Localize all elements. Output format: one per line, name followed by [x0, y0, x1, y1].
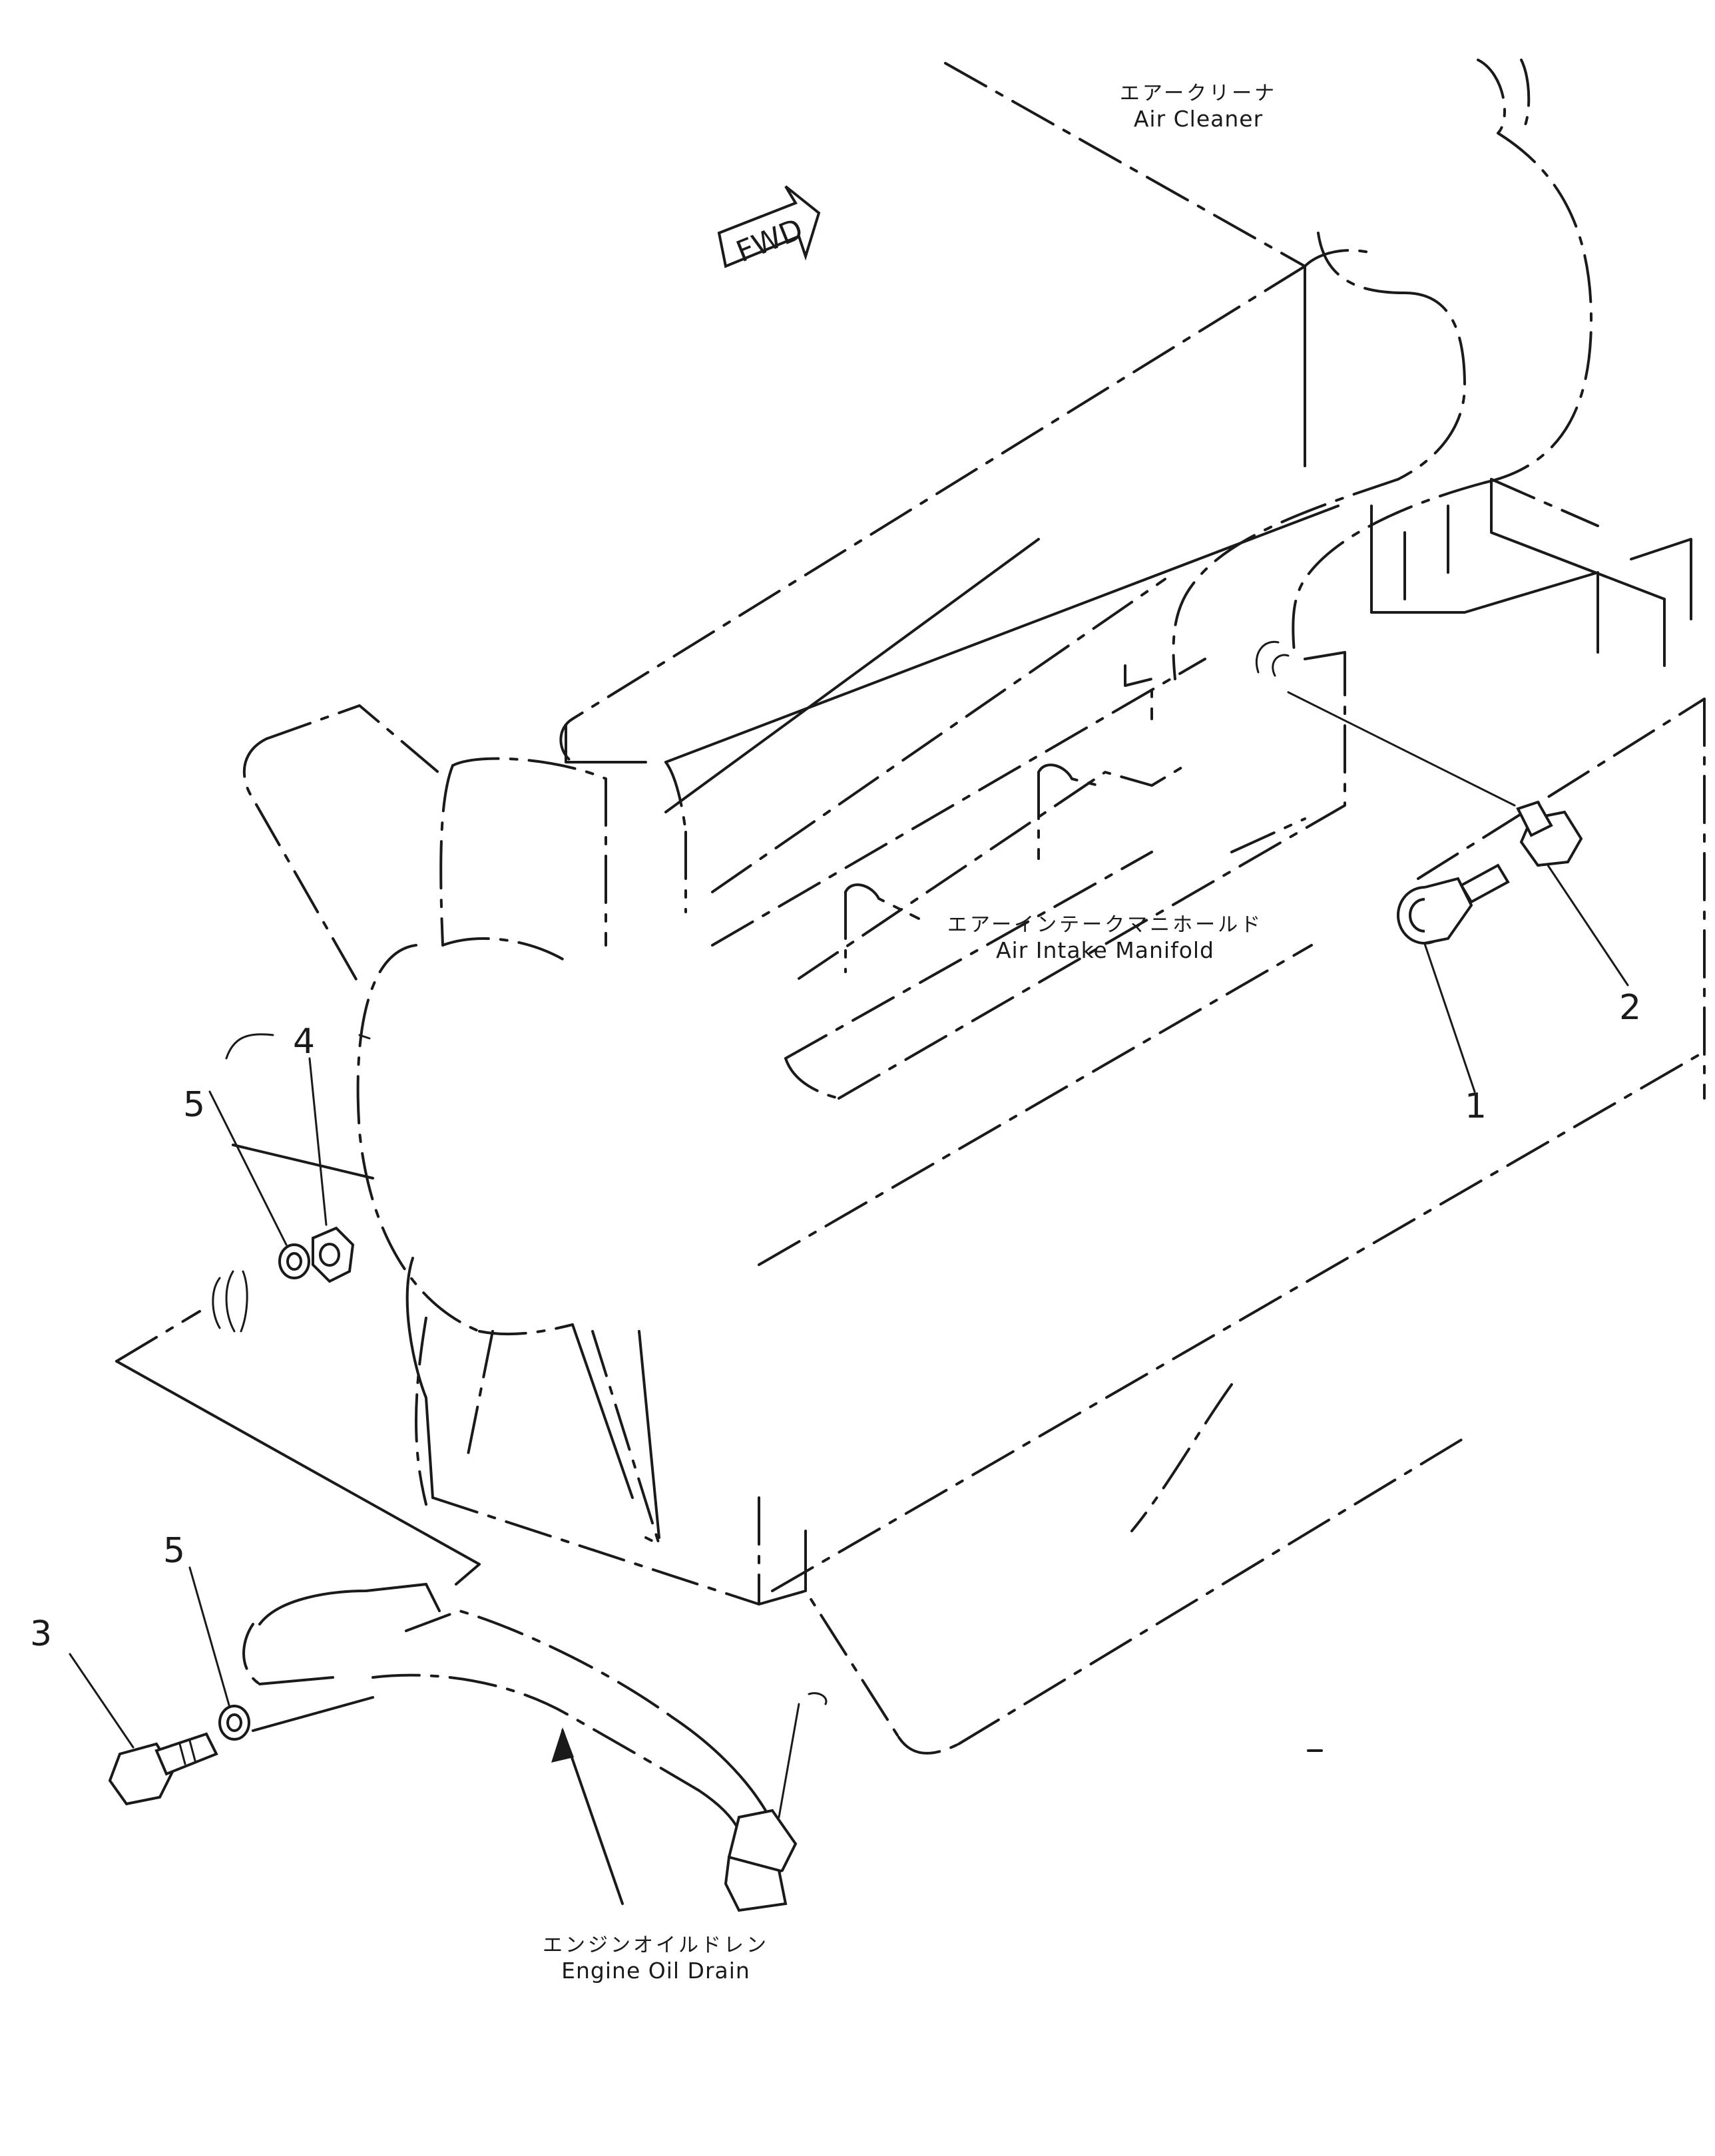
leader-lines — [69, 864, 1629, 1749]
air-intake-manifold-label-jp: エアーインテークマニホールド — [947, 913, 1264, 937]
engine-oil-drain-label-jp: エンジンオイルドレン — [543, 1934, 769, 1957]
part-4-nut — [312, 1226, 355, 1283]
callout-3: 3 — [30, 1614, 53, 1654]
base-plate — [115, 1270, 481, 1586]
fan-assembly — [232, 704, 660, 1546]
engine-oil-drain-label-en: Engine Oil Drain — [561, 1958, 750, 1984]
part-3-bolt — [108, 1732, 218, 1806]
fwd-arrow: FWD — [717, 185, 821, 269]
frame-bracket — [1370, 478, 1692, 667]
engine-block — [431, 698, 1706, 1755]
engine-head — [565, 505, 1346, 1100]
part-5-washer-upper — [278, 1243, 310, 1279]
part-5-washer-lower — [218, 1705, 250, 1741]
air-intake-manifold-label-en: Air Intake Manifold — [995, 937, 1215, 963]
intake-duct — [1172, 59, 1592, 680]
air-intake-manifold-label: エアーインテークマニホールド Air Intake Manifold — [919, 913, 1292, 964]
engine-oil-drain-label: エンジンオイルドレン Engine Oil Drain — [533, 1934, 779, 1984]
air-cleaner-label-jp: エアークリーナ — [1119, 82, 1278, 105]
callout-4: 4 — [293, 1022, 316, 1062]
air-cleaner-label-en: Air Cleaner — [1133, 106, 1264, 132]
callout-2: 2 — [1619, 988, 1642, 1028]
part-1-sensor — [1397, 863, 1510, 945]
callout-5-upper: 5 — [183, 1085, 206, 1125]
callout-1: 1 — [1465, 1086, 1487, 1126]
oil-drain-arrow — [551, 1727, 624, 1905]
part-2-fitting — [1255, 640, 1583, 867]
callout-5-lower: 5 — [163, 1531, 186, 1571]
drain-hose — [242, 1583, 828, 1912]
air-cleaner-label: エアークリーナ Air Cleaner — [1092, 82, 1305, 132]
air-cleaner-outline — [559, 62, 1306, 763]
